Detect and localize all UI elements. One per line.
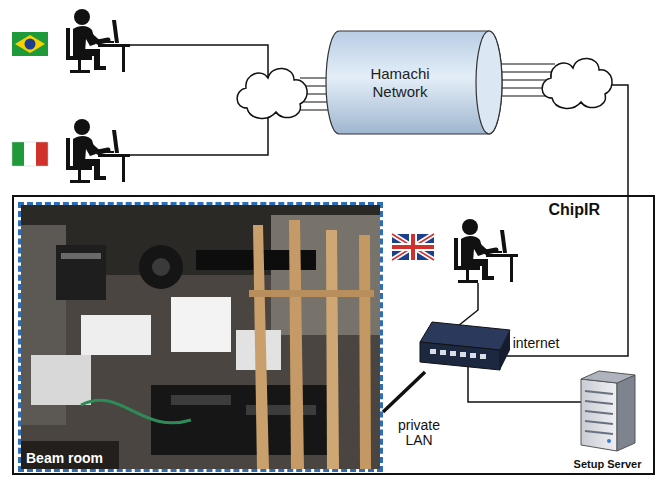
- facility-box: ChipIR Beam room: [12, 195, 655, 475]
- network-cylinder: Hamachi Network: [325, 30, 503, 135]
- italy-flag: [12, 142, 48, 166]
- node-text: Setup Server: [574, 458, 642, 470]
- brazil-flag: [12, 32, 48, 56]
- node-text: ChipIR: [548, 201, 600, 219]
- link-label: private LAN: [388, 418, 450, 449]
- beam-room-photo: [21, 205, 380, 469]
- link-label: internet: [506, 336, 566, 351]
- server-icon: [565, 365, 650, 453]
- network-switch: [420, 322, 510, 370]
- node-text: Beam room: [26, 450, 103, 466]
- server-node: Setup Server: [565, 365, 650, 470]
- beam-room-box: Beam room: [18, 202, 383, 472]
- node-text: Hamachi Network: [359, 65, 441, 101]
- uk-flag: [392, 234, 434, 260]
